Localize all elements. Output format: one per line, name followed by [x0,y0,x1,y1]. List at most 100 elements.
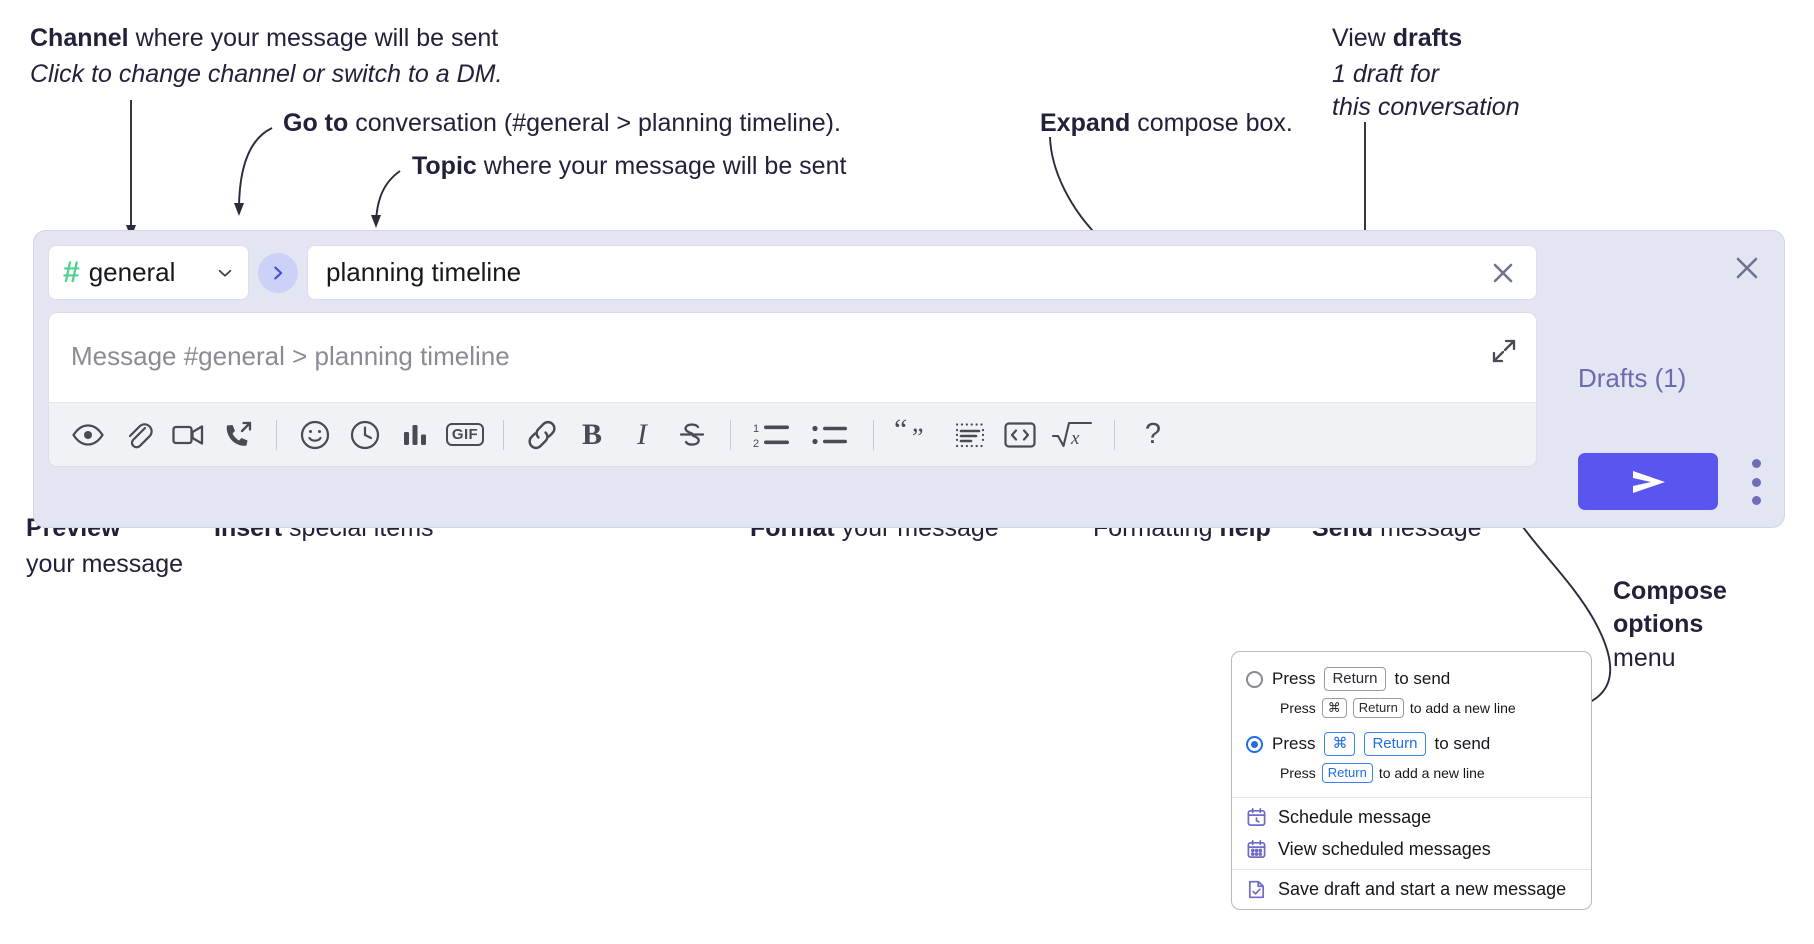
annotation-drafts-italic2: this conversation [1332,93,1520,121]
radio-2-key-2: Return [1364,732,1426,756]
annotation-drafts-italic1: 1 draft for [1332,60,1439,88]
poll-icon[interactable] [390,413,440,457]
menu-item-schedule-message[interactable]: Schedule message [1232,798,1591,837]
bulleted-list-icon[interactable] [802,413,860,457]
menu-item-view-scheduled[interactable]: View scheduled messages [1232,837,1591,869]
radio-2-sub-key: Return [1321,762,1373,784]
ordered-list-icon[interactable]: 1 2 [744,413,802,457]
radio-1-sub-key-2: Return [1352,697,1404,719]
hash-icon: # [63,255,80,289]
separator-1 [276,419,277,450]
gif-label: GIF [445,422,485,447]
compose-header-row: # general planning timeline [48,245,1537,300]
link-icon[interactable] [517,413,567,457]
separator-5 [1114,419,1115,450]
annotation-drafts-bold: drafts [1392,24,1463,52]
channel-selector[interactable]: # general [48,245,249,300]
annotation-channel-bold: Channel [30,24,129,52]
radio-option-cmd-return[interactable]: Press ⌘ Return to send [1232,729,1591,759]
blockquote-icon[interactable]: “ ” [887,413,945,457]
compose-options-button[interactable] [1750,459,1762,505]
expand-icon[interactable] [1490,337,1518,365]
math-icon[interactable]: x [1045,413,1101,457]
annotation-drafts: View drafts 1 draft for this conversatio… [1332,22,1520,123]
annotation-channel-rest: where your message will be sent [128,24,499,52]
radio-2-suffix: to send [1434,734,1491,753]
save-draft-icon [1246,879,1267,900]
goto-conversation-button[interactable] [258,252,298,293]
svg-text:x: x [1070,428,1080,449]
radio-option-return-sub: Press ⌘ Return to add a new line [1232,694,1591,722]
menu-divider [1232,869,1591,870]
message-placeholder: Message #general > planning timeline [71,341,510,371]
radio-option-return[interactable]: Press Return to send [1232,664,1591,694]
compose-options-menu[interactable]: Press Return to send Press ⌘ Return to a… [1231,651,1592,910]
preview-icon[interactable] [63,413,113,457]
gif-icon[interactable]: GIF [440,413,490,457]
calendar-grid-icon [1246,839,1267,860]
annotation-topic-bold: Topic [412,152,477,180]
annotation-channel-italic: Click to change channel or switch to a D… [30,60,503,88]
inline-code-icon[interactable] [995,413,1045,457]
chevron-right-icon [274,266,283,279]
formatting-help-icon[interactable]: ? [1128,413,1178,457]
radio-1-sub-key-1: ⌘ [1321,697,1347,719]
radio-2-key-1: ⌘ [1324,732,1356,756]
video-icon[interactable] [163,413,213,457]
svg-text:“: “ [894,419,907,446]
help-label: ? [1144,418,1162,450]
menu-item-label: Save draft and start a new message [1278,879,1567,899]
close-icon[interactable] [1488,258,1518,288]
formatting-toolbar: GIF B I [49,402,1536,466]
radio-icon-selected[interactable] [1246,735,1263,753]
radio-icon[interactable] [1246,670,1263,688]
menu-item-label: Schedule message [1278,807,1432,827]
compose-right-rail: Drafts (1) [1550,231,1786,527]
chevron-down-icon [216,264,234,282]
code-block-icon[interactable] [945,413,995,457]
radio-2-sub-suffix: to add a new line [1378,765,1485,781]
annotation-compose-options-bold2: options [1613,610,1704,639]
menu-item-save-draft[interactable]: Save draft and start a new message [1232,870,1591,909]
channel-name: general [88,257,176,287]
calendar-clock-icon [1246,807,1267,828]
more-options-dot [1751,496,1761,505]
drafts-link[interactable]: Drafts (1) [1578,363,1687,393]
annotation-topic: Topic where your message will be sent [412,150,846,182]
more-options-dot [1751,477,1761,487]
annotation-expand: Expand compose box. [1040,107,1293,139]
more-options-dot [1751,459,1761,468]
svg-text:”: ” [912,423,924,451]
close-icon[interactable] [1732,253,1762,283]
separator-2 [503,419,504,450]
annotation-goto: Go to conversation (#general > planning … [283,107,841,139]
attachment-icon[interactable] [113,413,163,457]
annotation-preview-line2: your message [26,550,184,578]
send-icon [1633,470,1665,493]
italic-label: I [637,417,647,451]
emoji-icon[interactable] [290,413,340,457]
strikethrough-icon[interactable] [667,413,717,457]
bold-label: B [581,417,602,451]
annotation-goto-bold: Go to [283,109,349,137]
annotation-goto-rest: conversation (#general > planning timeli… [348,109,841,137]
annotation-expand-bold: Expand [1040,109,1131,137]
send-button[interactable] [1578,453,1718,510]
message-input-box[interactable]: Message #general > planning timeline [48,312,1537,467]
annotation-compose-options-bold1: Compose [1613,577,1727,605]
topic-input[interactable]: planning timeline [307,245,1537,300]
italic-icon[interactable]: I [617,413,667,457]
svg-text:2: 2 [753,438,759,450]
clock-icon[interactable] [340,413,390,457]
radio-2-sub-press: Press [1280,765,1316,781]
audio-call-icon[interactable] [213,413,263,457]
annotation-channel: Channel where your message will be sent … [30,22,502,90]
topic-value: planning timeline [326,257,522,287]
separator-3 [730,419,731,450]
radio-2-press: Press [1272,734,1316,753]
bold-icon[interactable]: B [567,413,617,457]
annotation-compose-options: Compose options menu [1613,575,1727,675]
menu-item-label: View scheduled messages [1278,839,1491,859]
annotation-topic-rest: where your message will be sent [476,152,847,180]
compose-panel: # general planning timeline M [33,230,1785,528]
